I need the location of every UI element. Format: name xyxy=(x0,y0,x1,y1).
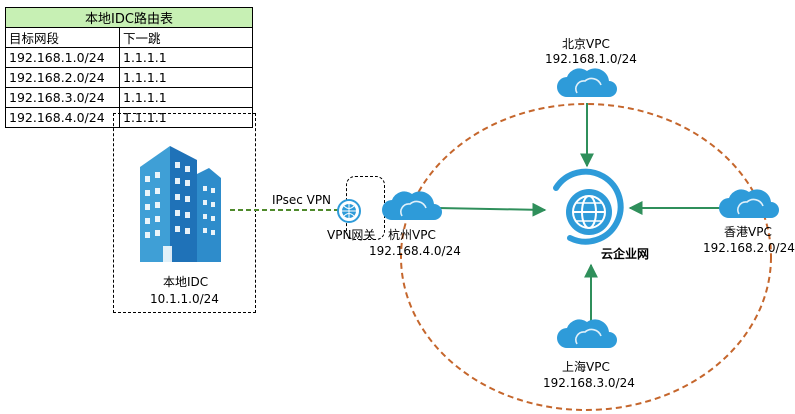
beijing-vpc-name: 北京VPC xyxy=(562,37,610,51)
arrow-hangzhou-to-cen xyxy=(437,202,547,217)
cell-destination: 192.168.2.0/24 xyxy=(5,67,120,88)
hongkong-vpc-name: 香港VPC xyxy=(724,225,772,239)
vpn-gateway-icon xyxy=(337,199,361,223)
beijing-vpc-cidr: 192.168.1.0/24 xyxy=(545,52,637,66)
hongkong-vpc-cidr: 192.168.2.0/24 xyxy=(703,241,795,255)
idc-route-table: 本地IDC路由表 目标网段 下一跳 192.168.1.0/24 1.1.1.1… xyxy=(5,7,253,128)
cen-label: 云企业网 xyxy=(601,247,650,261)
hangzhou-vpc-cidr: 192.168.4.0/24 xyxy=(369,244,461,258)
idc-cidr-label: 10.1.1.0/24 xyxy=(150,292,219,306)
beijing-vpc-cloud-icon xyxy=(556,67,618,98)
hangzhou-vpc-name: 杭州VPC xyxy=(388,228,436,242)
ipsec-vpn-label: IPsec VPN xyxy=(272,193,332,207)
idc-boundary xyxy=(113,113,256,313)
shanghai-vpc-cloud-icon xyxy=(556,318,618,349)
cen-ring xyxy=(400,103,772,411)
table-row: 192.168.3.0/24 1.1.1.1 xyxy=(5,87,253,108)
cell-destination: 192.168.4.0/24 xyxy=(5,107,120,128)
building-icon xyxy=(140,146,221,262)
vpn-gateway-label: VPN网关 xyxy=(327,228,376,242)
idc-name-label: 本地IDC xyxy=(163,275,209,289)
shanghai-vpc-cidr: 192.168.3.0/24 xyxy=(543,376,635,390)
column-header-destination: 目标网段 xyxy=(5,27,120,48)
shanghai-vpc-name: 上海VPC xyxy=(562,360,610,374)
table-row: 192.168.4.0/24 1.1.1.1 xyxy=(5,107,253,128)
cell-destination: 192.168.3.0/24 xyxy=(5,87,120,108)
hongkong-vpc-cloud-icon xyxy=(718,188,780,219)
cen-globe-icon xyxy=(553,168,624,245)
route-table-title: 本地IDC路由表 xyxy=(5,7,253,28)
route-table-header-row: 目标网段 下一跳 xyxy=(5,27,253,48)
hangzhou-vpc-cloud-icon xyxy=(381,190,443,221)
